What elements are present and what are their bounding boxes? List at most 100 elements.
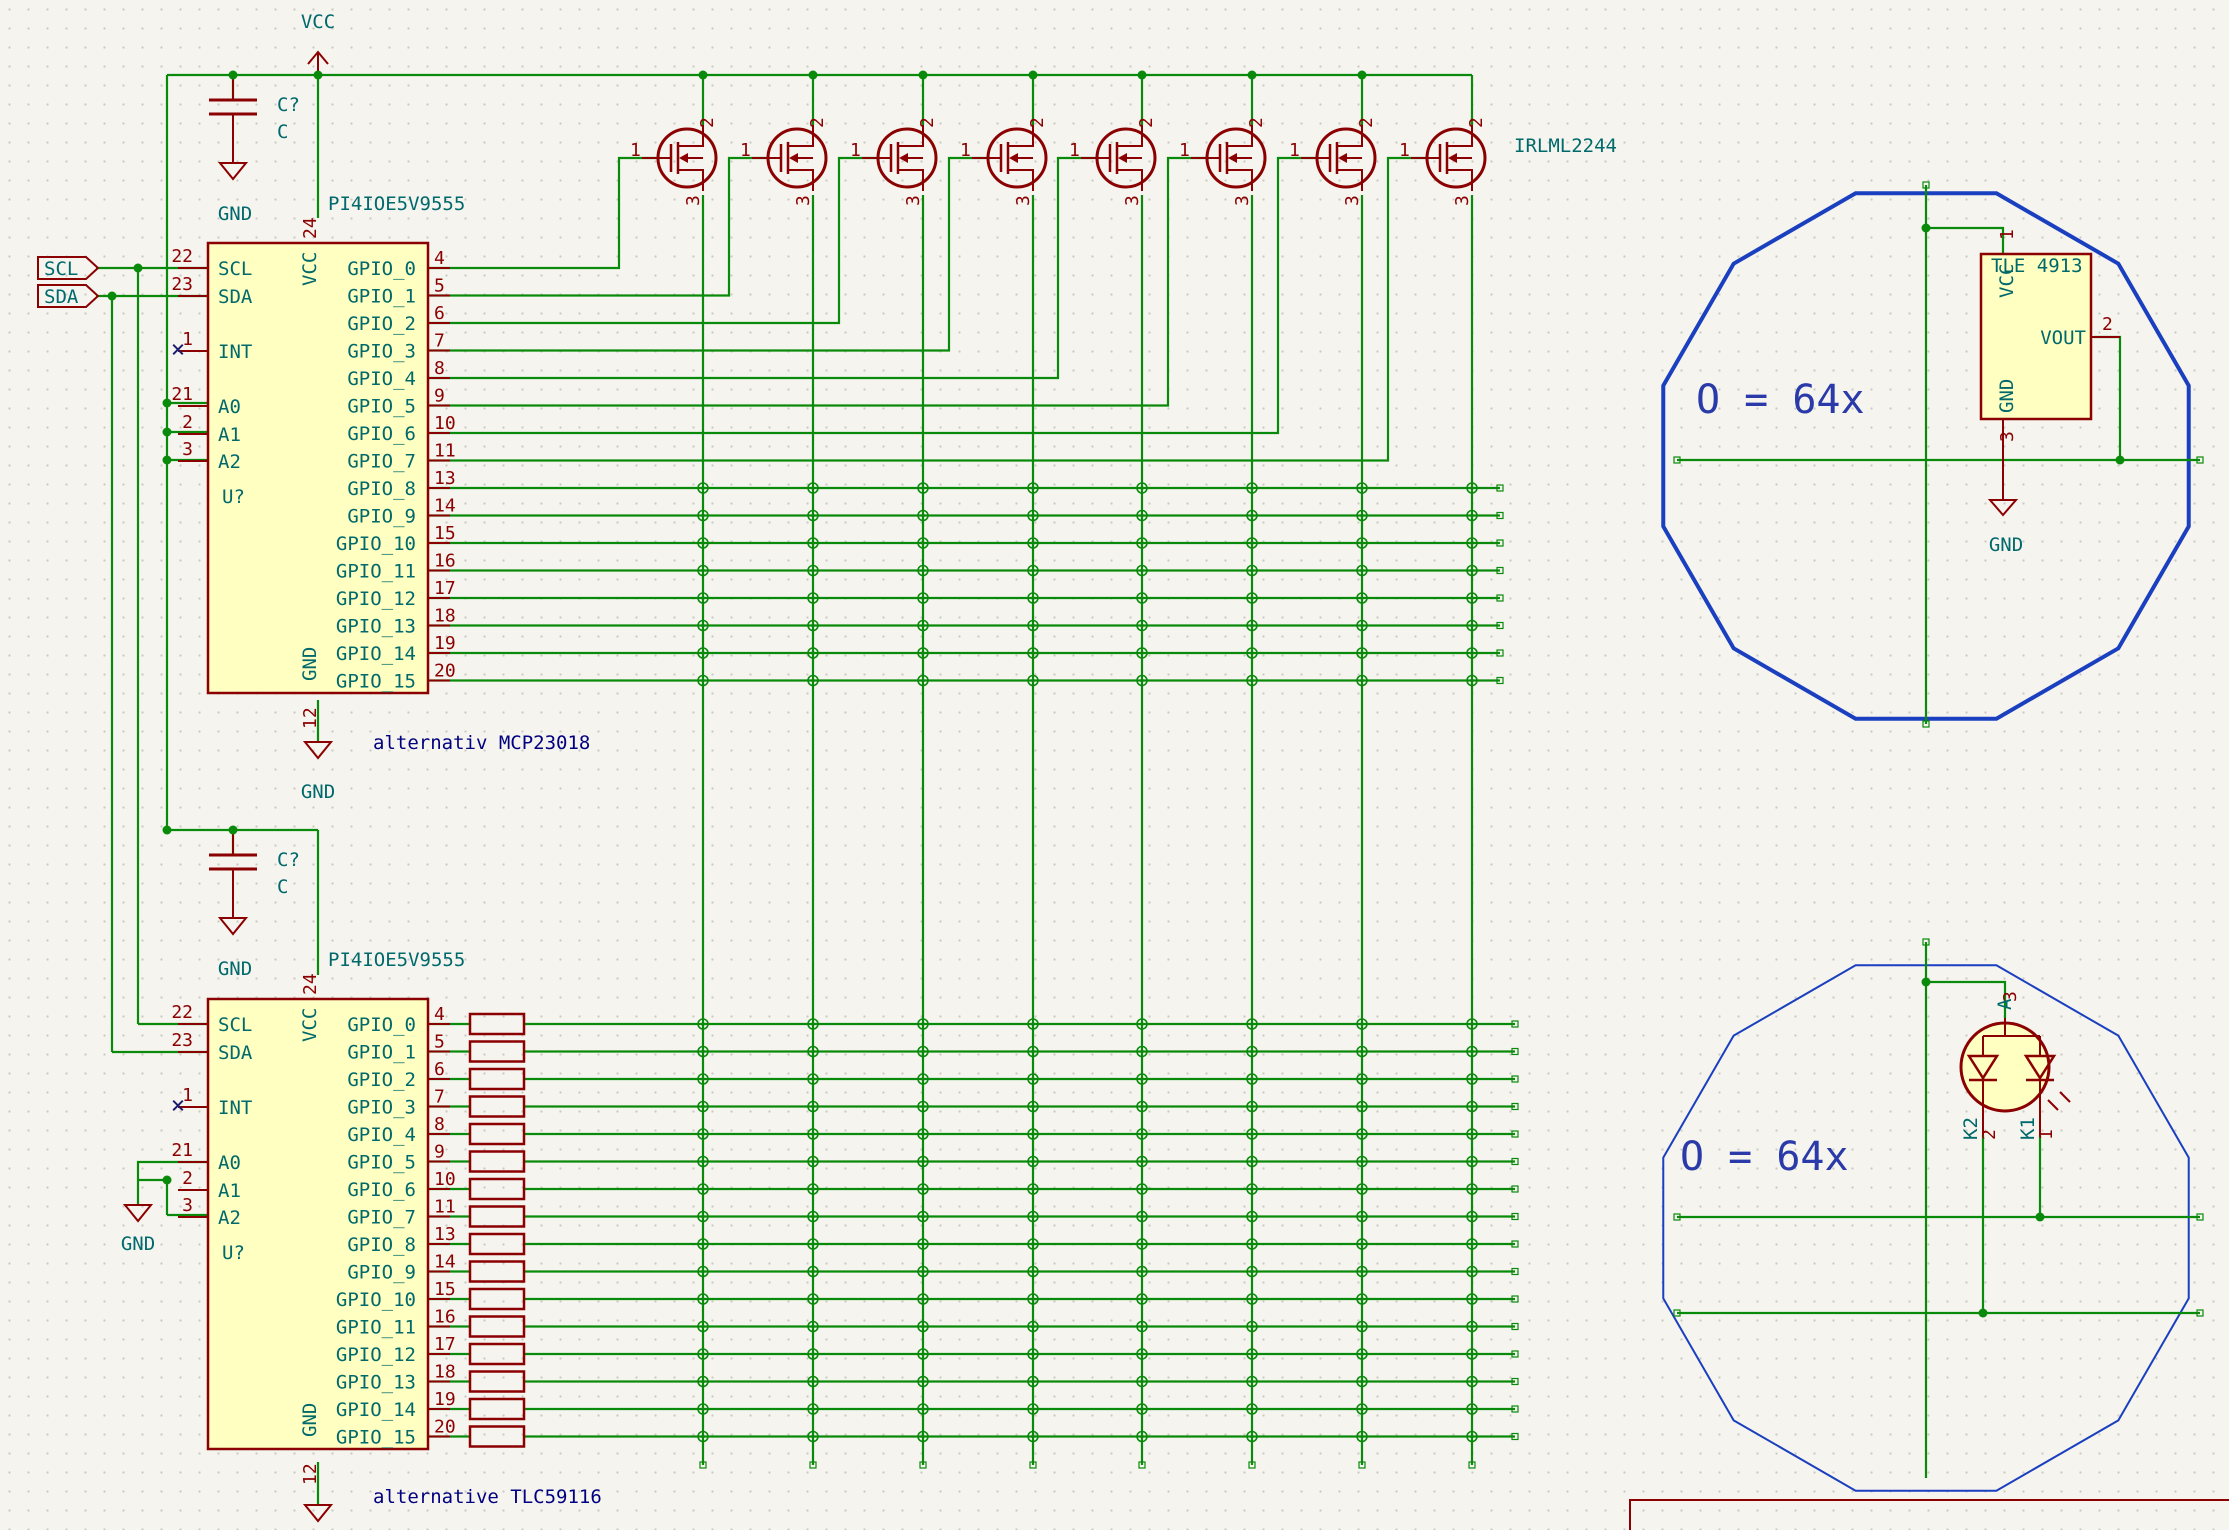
connection-node-center (811, 568, 815, 573)
vcc-pin-name: VCC (299, 1008, 321, 1042)
connection-node (1027, 647, 1039, 659)
connection-node (917, 1320, 929, 1333)
pin-number: 5 (434, 276, 445, 297)
connection-node (697, 592, 709, 604)
connection-node (1356, 647, 1368, 659)
gnd-symbol (122, 1204, 154, 1223)
connection-node-center (701, 596, 705, 600)
connection-node-center (811, 1159, 815, 1164)
connection-node (1466, 482, 1478, 494)
pin-name: A1 (218, 1180, 241, 1202)
gate-wire-2 (428, 156, 878, 325)
connection-node-center (921, 1324, 925, 1329)
pin-number: 23 (171, 1030, 193, 1051)
connection-node-center (921, 1104, 925, 1109)
connection-node-center (921, 513, 925, 518)
connection-node (1466, 1348, 1478, 1360)
connection-node-center (1250, 1022, 1254, 1026)
wire-end-marker (1496, 511, 1504, 520)
wire-end-marker (1496, 676, 1504, 685)
connection-node-center (1031, 513, 1035, 518)
connection-node (1466, 1073, 1478, 1085)
connection-node-center (1031, 1434, 1035, 1439)
connection-node (697, 1403, 709, 1415)
connection-node (1027, 482, 1039, 494)
connection-node (1356, 1348, 1368, 1360)
gpio-pin-name: GPIO_0 (347, 1014, 416, 1036)
hall-vout-pin-name: VOUT (2040, 327, 2086, 349)
connection-node (807, 592, 819, 604)
junction-dot (162, 398, 172, 408)
mosfet-arrow (1228, 153, 1237, 163)
gnd-symbol (1987, 499, 2019, 517)
pin-number: 13 (434, 468, 456, 489)
connection-node (1466, 537, 1478, 549)
connection-node-center (1360, 1407, 1364, 1411)
connection-node (1466, 1320, 1478, 1333)
ic-part-name: PI4IOE5V9555 (328, 949, 465, 971)
connection-node-center (1031, 1379, 1035, 1384)
pin-number: 6 (434, 303, 445, 324)
connection-node (917, 1348, 929, 1360)
connection-node-center (1360, 1187, 1364, 1191)
connection-node-center (1360, 513, 1364, 518)
connection-node-center (1360, 1269, 1364, 1274)
mosfet-arrow (899, 153, 908, 163)
junction-dot (1357, 70, 1367, 80)
junction-dot (133, 263, 143, 273)
pin-number: 17 (434, 578, 456, 599)
pin-number: 1 (850, 140, 861, 161)
connection-node-center (811, 1434, 815, 1439)
connection-node (807, 1430, 819, 1443)
connection-node (1136, 509, 1148, 522)
connection-node-center (1360, 486, 1364, 490)
connection-node-center (701, 1242, 705, 1246)
wire-end-marker (1922, 720, 1930, 728)
connection-node (807, 1073, 819, 1085)
connection-node (807, 564, 819, 577)
gpio-pin-name: GPIO_7 (347, 1207, 416, 1229)
pin-number: 2 (1136, 117, 1157, 128)
connection-node-center (921, 486, 925, 490)
connection-node (1356, 1183, 1368, 1195)
connection-node-center (1250, 1077, 1254, 1081)
resistor-12 (468, 1342, 526, 1366)
connection-node-center (921, 1187, 925, 1191)
gpio-pin-name: GPIO_5 (347, 396, 416, 418)
mosfet-drain (1337, 125, 1363, 147)
connection-node (697, 537, 709, 549)
hall-vcc-wire (1926, 226, 2005, 254)
junction-dot (1028, 70, 1038, 80)
hall-board-outline (1661, 191, 2191, 721)
connection-node-center (1360, 651, 1364, 655)
connection-node-center (701, 513, 705, 518)
connection-node (1466, 564, 1478, 577)
connection-node-center (1250, 1379, 1254, 1384)
gnd-label: GND (121, 1233, 155, 1255)
connection-node-center (1250, 651, 1254, 655)
connection-node-center (811, 541, 815, 545)
wire-end-marker (2196, 456, 2204, 464)
hall-junction (2115, 455, 2125, 465)
gpio-pin-name: GPIO_8 (347, 1234, 416, 1256)
pin-number: 6 (434, 1059, 445, 1080)
led-count-formula: O = 64x (1680, 1134, 1849, 1180)
connection-node-center (1360, 541, 1364, 545)
connection-node-center (1140, 1132, 1144, 1136)
connection-node-center (701, 1324, 705, 1329)
connection-node-center (1031, 1187, 1035, 1191)
connection-node-center (701, 1214, 705, 1219)
connection-node-center (1140, 596, 1144, 600)
connection-node (1246, 647, 1258, 659)
pin-number: 3 (1342, 195, 1363, 206)
connection-node (1466, 674, 1478, 687)
connection-node (1466, 1045, 1478, 1058)
connection-node (807, 1320, 819, 1333)
pin-name: SCL (218, 1014, 252, 1036)
pin-number: 10 (434, 413, 456, 434)
pin-number: 16 (434, 1307, 456, 1328)
connection-node (1136, 1073, 1148, 1085)
gpio-pin-name: GPIO_3 (347, 1097, 416, 1119)
connection-node-center (811, 1297, 815, 1301)
